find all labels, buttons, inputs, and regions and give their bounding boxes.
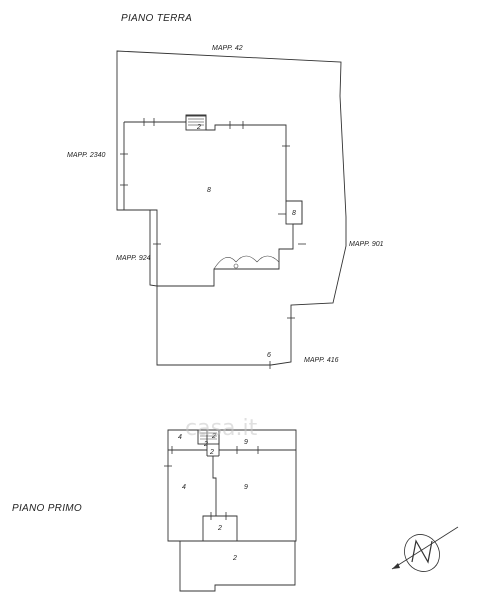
room-number-east: 9 [244,484,248,491]
room-number-bottom: 2 [232,555,237,562]
parcel-label-southwest: MAPP. 924 [116,255,151,262]
ground-stair-box [185,115,207,131]
first-lower-wing [179,540,296,592]
room-number-ne: 9 [244,439,248,446]
compass-symbol: N [419,555,420,557]
ground-floor-title: PIANO TERRA [121,13,192,24]
column-marker [233,263,239,269]
room-number-main: 8 [207,187,211,194]
arch-opening-left [213,257,237,270]
parcel-label-south: MAPP. 416 [304,357,339,364]
lot-boundary [116,50,347,366]
arch-opening-right [256,255,280,263]
first-stair-box [197,429,220,445]
room-number-stair-mid: 2 [203,441,208,448]
room-number-south: 6 [267,352,271,359]
room-number-lower-box: 2 [217,525,222,532]
arch-opening-mid [235,255,258,263]
room-number-west: 4 [182,484,186,491]
parcel-label-west: MAPP. 2340 [67,152,106,159]
parcel-label-east: MAPP. 901 [349,241,384,248]
room-number-stair: 2 [196,124,201,131]
ground-building-outline [123,114,303,287]
room-number-corner: 4 [178,434,182,441]
first-floor-title: PIANO PRIMO [12,503,82,514]
ground-east-room [285,200,303,225]
first-building-outline [167,429,297,542]
room-number-stair-low: 2 [209,449,214,456]
parcel-label-north: MAPP. 42 [212,45,243,52]
room-number-east: 8 [292,210,296,217]
partition [212,456,217,516]
watermark: casa.it [185,416,258,441]
room-number-stair-top: 2 [211,433,216,440]
north-arrow-icon [391,526,459,572]
